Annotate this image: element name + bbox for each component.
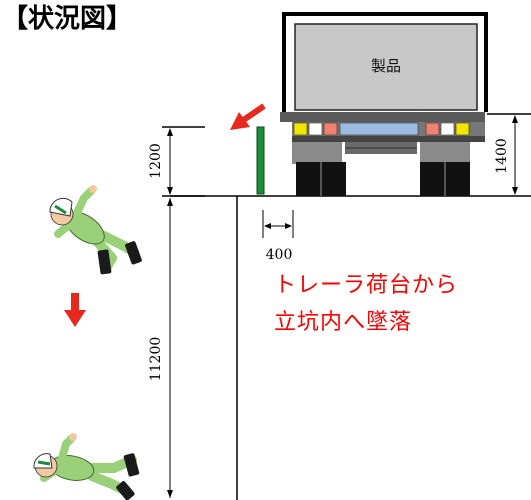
dimension-shaft-depth: 11200 — [148, 198, 173, 498]
license-plate — [339, 122, 419, 136]
tail-light — [440, 122, 455, 136]
tail-light — [455, 122, 470, 136]
dimension-fence-offset: 400 — [262, 210, 294, 263]
dimension-fence-height: 1200 — [148, 126, 205, 197]
tail-light — [308, 122, 323, 136]
tail-light — [425, 122, 440, 136]
shaft-depth-label: 11200 — [148, 337, 164, 382]
tail-light — [323, 122, 338, 136]
diagram-title: 【状況図】 — [2, 4, 132, 34]
fall-direction-arrow-diagonal — [230, 103, 266, 130]
dimension-bed-height: 1400 — [487, 113, 531, 195]
trailer: 製品 — [280, 12, 488, 196]
falling-worker-lower — [33, 433, 140, 500]
cargo-box — [294, 23, 478, 111]
falling-worker-upper — [49, 185, 142, 275]
shaft-outline — [170, 195, 531, 500]
tail-light — [293, 122, 308, 136]
fence-offset-label: 400 — [266, 247, 293, 263]
caption-line-2: 立坑内へ墜落 — [274, 310, 412, 335]
cargo-label: 製品 — [371, 57, 401, 75]
guard-post — [256, 126, 265, 195]
fence-height-label: 1200 — [148, 143, 164, 179]
caption-line-1: トレーラ荷台から — [274, 273, 458, 298]
bed-height-label: 1400 — [494, 138, 510, 174]
fall-direction-arrow-down — [64, 293, 86, 327]
